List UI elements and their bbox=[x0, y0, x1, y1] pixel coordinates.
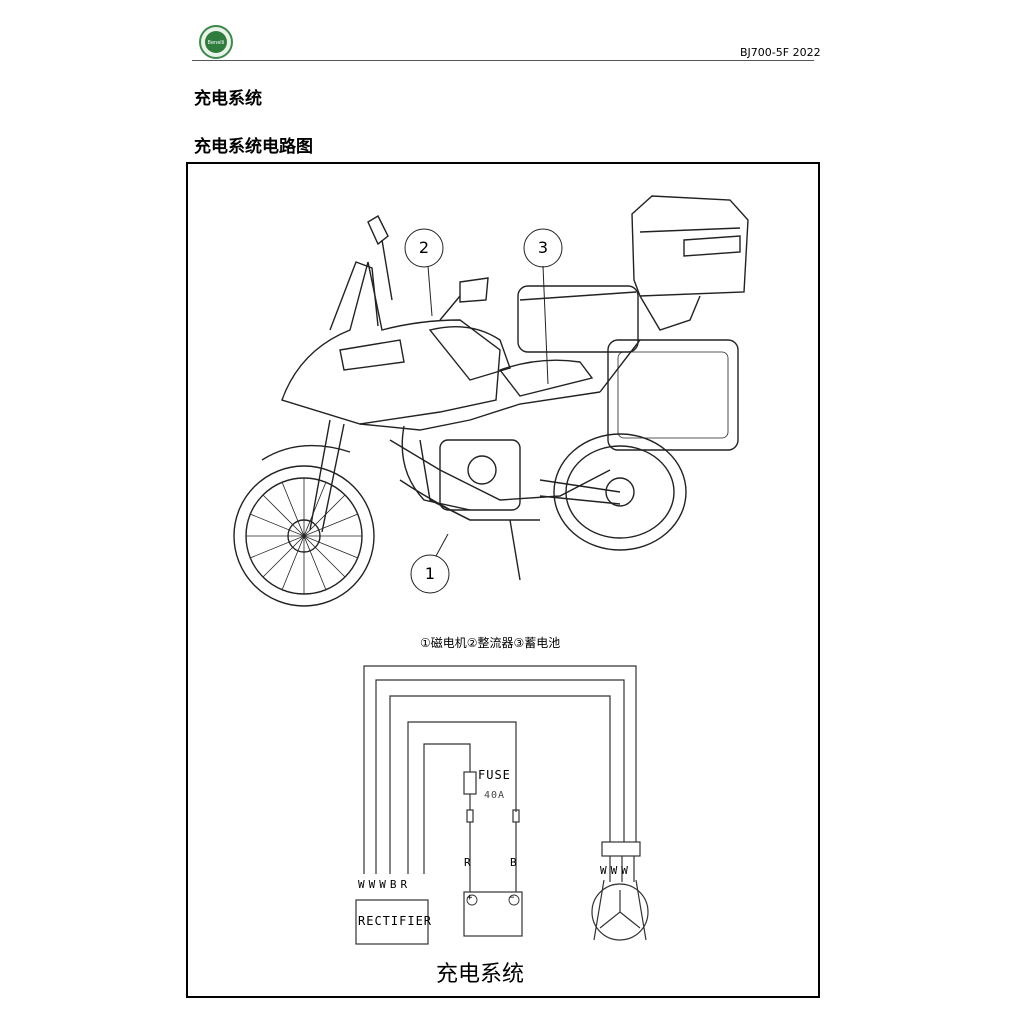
callout-markers bbox=[404, 228, 563, 594]
fuse-rating: 40A bbox=[484, 790, 506, 801]
fuse-label: FUSE bbox=[478, 768, 511, 782]
battery-plus-label: + bbox=[467, 893, 475, 903]
rectifier-label: RECTIFIER bbox=[358, 914, 433, 928]
battery-wire-left-label: R bbox=[464, 856, 473, 869]
document-code: BJ700-5F 2022 bbox=[740, 46, 821, 59]
motorcycle-illustration bbox=[233, 195, 749, 607]
section-title: 充电系统 bbox=[194, 89, 262, 109]
magneto-wire-labels: WWW bbox=[600, 864, 632, 877]
header-divider bbox=[192, 60, 814, 61]
battery-minus-label: − bbox=[509, 893, 517, 903]
battery-wire-right-label: B bbox=[510, 856, 519, 869]
benelli-logo-icon: Benelli bbox=[199, 25, 233, 59]
figure-caption: ①磁电机②整流器③蓄电池 bbox=[420, 636, 561, 650]
rectifier-wire-labels: WWWBR bbox=[358, 878, 412, 891]
callout-1: 1 bbox=[424, 564, 436, 583]
callout-2: 2 bbox=[418, 238, 430, 257]
figure-frame bbox=[186, 162, 820, 998]
wiring-diagram bbox=[355, 665, 649, 945]
section-subtitle: 充电系统电路图 bbox=[194, 137, 313, 157]
logo-text: Benelli bbox=[208, 40, 225, 46]
callout-3: 3 bbox=[537, 238, 549, 257]
diagram-title: 充电系统 bbox=[436, 962, 525, 987]
